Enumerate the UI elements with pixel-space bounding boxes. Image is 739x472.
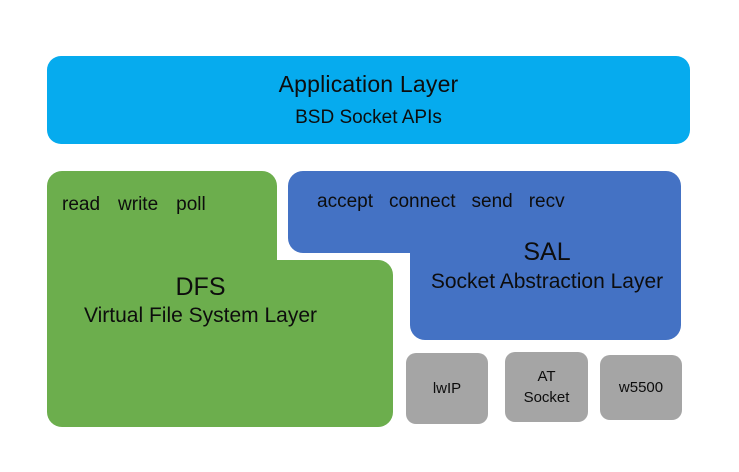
driver-box-lwip[interactable]: lwIP: [406, 353, 488, 424]
dfs-full-name: Virtual File System Layer: [83, 304, 318, 327]
dfs-operation-write: write: [118, 194, 159, 215]
dfs-layer-label: DFS Virtual File System Layer: [52, 272, 349, 330]
driver-label-line: Socket: [523, 389, 570, 406]
driver-label-line: lwIP: [432, 380, 462, 397]
driver-box-at-socket[interactable]: AT Socket: [505, 352, 588, 422]
driver-label-line: AT: [537, 368, 556, 385]
driver-label-w5500: w5500: [619, 377, 663, 398]
application-layer-title: Application Layer: [278, 71, 459, 97]
driver-label-line: w5500: [618, 379, 664, 396]
application-layer-subtitle: BSD Socket APIs: [295, 107, 442, 128]
sal-full-name: Socket Abstraction Layer: [430, 270, 664, 293]
sal-operation-recv: recv: [528, 191, 565, 212]
dfs-abbreviation: DFS: [175, 273, 226, 301]
sal-operations-list: accept connect send recv: [317, 189, 627, 215]
dfs-operation-poll: poll: [176, 194, 206, 215]
sal-operation-connect: connect: [388, 191, 456, 212]
sal-layer-label: SAL Socket Abstraction Layer: [412, 236, 682, 296]
application-layer-block[interactable]: Application Layer BSD Socket APIs: [47, 56, 690, 144]
dfs-operations-list: read write poll: [62, 192, 277, 218]
driver-label-lwip: lwIP: [433, 378, 461, 399]
sal-abbreviation: SAL: [523, 238, 571, 266]
sal-operation-accept: accept: [317, 191, 373, 212]
sal-operation-send: send: [471, 191, 513, 212]
driver-box-w5500[interactable]: w5500: [600, 355, 682, 420]
driver-label-at-socket: AT Socket: [524, 366, 570, 408]
dfs-operation-read: read: [62, 194, 101, 215]
